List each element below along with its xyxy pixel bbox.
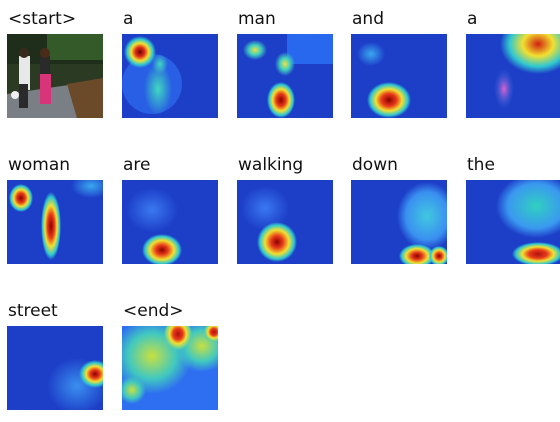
- word-label: street: [7, 296, 66, 326]
- attention-cell-walking: walking: [237, 150, 333, 276]
- word-label: woman: [7, 150, 79, 180]
- attention-cell-a: a: [122, 4, 218, 130]
- attention-heatmap: [351, 34, 447, 118]
- attention-heatmap: [7, 326, 103, 410]
- attention-cell-man: man: [237, 4, 333, 130]
- attention-heatmap: [237, 180, 333, 264]
- word-label: and: [351, 4, 392, 34]
- word-label: walking: [237, 150, 312, 180]
- attention-heatmap: [466, 34, 560, 118]
- attention-heatmap: [7, 180, 103, 264]
- word-label: the: [466, 150, 503, 180]
- source-photo: [7, 34, 103, 118]
- attention-cell-start: <start>: [7, 4, 103, 130]
- word-label: <end>: [122, 296, 192, 326]
- attention-heatmap: [122, 326, 218, 410]
- attention-heatmap: [122, 34, 218, 118]
- attention-cell-down: down: [351, 150, 447, 276]
- attention-cell-a2: a: [466, 4, 560, 130]
- caption-attention-figure: { "words": [ {"token": "<start>", "kind"…: [7, 4, 560, 410]
- word-label: man: [237, 4, 284, 34]
- attention-cell-woman: woman: [7, 150, 103, 276]
- attention-heatmap: [351, 180, 447, 264]
- word-label: are: [122, 150, 159, 180]
- attention-cell-street: street: [7, 296, 103, 422]
- attention-cell-are: are: [122, 150, 218, 276]
- attention-heatmap: [122, 180, 218, 264]
- attention-heatmap: [237, 34, 333, 118]
- attention-heatmap: [466, 180, 560, 264]
- word-label: a: [466, 4, 486, 34]
- word-label: a: [122, 4, 142, 34]
- attention-cell-the: the: [466, 150, 560, 276]
- word-label: down: [351, 150, 406, 180]
- word-label: <start>: [7, 4, 85, 34]
- attention-cell-and: and: [351, 4, 447, 130]
- attention-cell-end: <end>: [122, 296, 218, 422]
